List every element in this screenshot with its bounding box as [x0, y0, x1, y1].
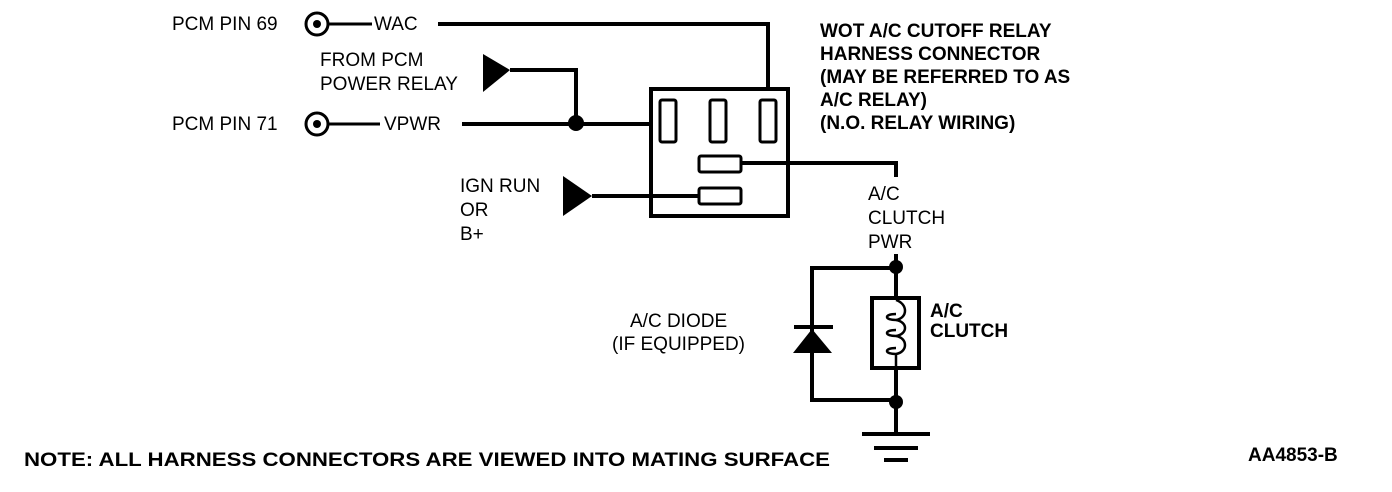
figure-id: AA4853-B — [1248, 445, 1338, 466]
ign-run-label-line1: IGN RUN — [460, 176, 540, 197]
pcm-power-relay-wire — [510, 68, 578, 122]
diode-label-line1: A/C DIODE — [630, 311, 727, 332]
connector-title-line3: (MAY BE REFERRED TO AS — [820, 67, 1070, 88]
pcm-power-relay-arrow-icon — [483, 54, 510, 92]
clutch-pwr-wire — [741, 161, 898, 177]
clutch-pwr-label-line1: A/C — [868, 184, 900, 205]
clutch-label-line1: A/C — [930, 301, 963, 322]
relay-pin-4 — [697, 154, 743, 174]
connector-title-line2: HARNESS CONNECTOR — [820, 44, 1041, 65]
clutch-pwr-label-line2: CLUTCH — [868, 208, 945, 229]
connector-title-line5: (N.O. RELAY WIRING) — [820, 113, 1015, 134]
connector-title-line4: A/C RELAY) — [820, 90, 927, 111]
clutch-pwr-label-line3: PWR — [868, 232, 912, 253]
pcm-pin-71-label: PCM PIN 71 — [172, 114, 278, 135]
clutch-coil-icon — [870, 296, 921, 370]
vpwr-circuit-label: VPWR — [384, 114, 441, 135]
diode-label-line2: (IF EQUIPPED) — [612, 334, 745, 355]
pcm-pin-71-terminal-icon — [304, 111, 330, 137]
bottom-junction-icon — [889, 395, 903, 409]
note-text: NOTE: ALL HARNESS CONNECTORS ARE VIEWED … — [24, 450, 830, 471]
pcm-power-relay-label-line2: POWER RELAY — [320, 74, 458, 95]
relay-pin-3 — [758, 98, 778, 144]
ground-icon — [862, 432, 930, 462]
connector-title-line1: WOT A/C CUTOFF RELAY — [820, 21, 1052, 42]
pcm-pin-69-label: PCM PIN 69 — [172, 14, 278, 35]
relay-pin-1 — [658, 98, 678, 144]
pcm-pin-69-terminal-icon — [304, 11, 330, 37]
ign-run-label-line3: B+ — [460, 224, 484, 245]
relay-pin-5 — [697, 186, 743, 206]
diode-icon — [793, 325, 833, 353]
ign-run-arrow-icon — [563, 176, 592, 216]
pcm-power-relay-label-line1: FROM PCM — [320, 50, 423, 71]
splice-junction-icon — [568, 115, 584, 131]
ign-run-label-line2: OR — [460, 200, 489, 221]
relay-pin-2 — [708, 98, 728, 144]
wac-wire — [438, 22, 770, 98]
clutch-label-line2: CLUTCH — [930, 321, 1008, 342]
wac-circuit-label: WAC — [374, 14, 418, 35]
